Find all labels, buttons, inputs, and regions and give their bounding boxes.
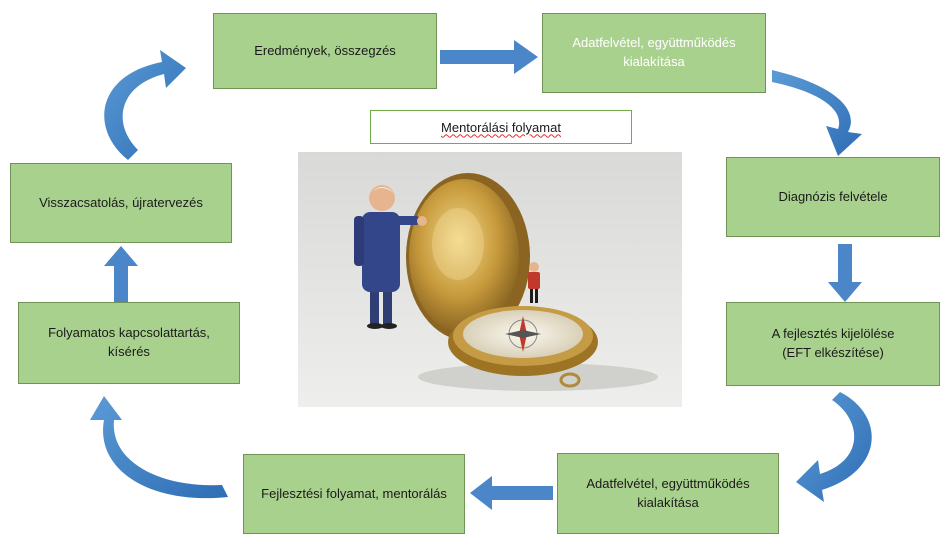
arrow-down-right — [828, 244, 862, 302]
node-fejlesztesi-folyamat-label: Fejlesztési folyamat, mentorálás — [261, 485, 447, 501]
arrow-curve-bottom-right — [796, 392, 872, 502]
node-fejlesztesi-folyamat: Fejlesztési folyamat, mentorálás — [243, 454, 465, 534]
node-fejlesztes-kijelolese: A fejlesztés kijelölése (EFT elkészítése… — [726, 302, 940, 386]
arrow-up-left — [104, 246, 138, 302]
node-fejlesztes-kijelolese-label: A fejlesztés kijelölése (EFT elkészítése… — [771, 326, 895, 360]
node-kapcsolattartas-label: Folyamatos kapcsolattartás, kísérés — [48, 325, 210, 359]
node-diagnozis: Diagnózis felvétele — [726, 157, 940, 237]
diagram-title-box: Mentorálási folyamat — [370, 110, 632, 144]
node-adatfelvetel-bottom-label: Adatfelvétel, együttműködés kialakítása — [586, 475, 750, 510]
node-eredmenyek-label: Eredmények, összegzés — [254, 42, 396, 58]
node-visszacsatolas: Visszacsatolás, újratervezés — [10, 163, 232, 243]
mentor-compass-photo — [298, 152, 682, 407]
arrow-left-bottom — [470, 476, 553, 510]
arrow-curve-top-right — [772, 70, 862, 156]
compass-lid — [406, 173, 530, 341]
node-visszacsatolas-label: Visszacsatolás, újratervezés — [39, 194, 203, 210]
small-figure — [528, 262, 540, 303]
node-adatfelvetel-bottom: Adatfelvétel, együttműködés kialakítása — [557, 453, 779, 534]
diagram-title-text: Mentorálási folyamat — [441, 119, 561, 135]
node-adatfelvetel-top: Adatfelvétel, együttműködés kialakítása — [542, 13, 766, 93]
node-diagnozis-label: Diagnózis felvétele — [778, 188, 888, 204]
arrow-right-top — [440, 40, 538, 74]
node-adatfelvetel-top-label: Adatfelvétel, együttműködés kialakítása — [572, 35, 736, 69]
mentor-figure — [354, 185, 427, 329]
arrow-curve-top-left — [104, 50, 186, 160]
node-kapcsolattartas: Folyamatos kapcsolattartás, kísérés — [18, 302, 240, 384]
node-eredmenyek: Eredmények, összegzés — [213, 13, 437, 89]
arrow-curve-bottom-left — [90, 396, 228, 499]
diagram-title: Mentorálási folyamat — [441, 120, 561, 135]
compass-base — [448, 306, 598, 388]
